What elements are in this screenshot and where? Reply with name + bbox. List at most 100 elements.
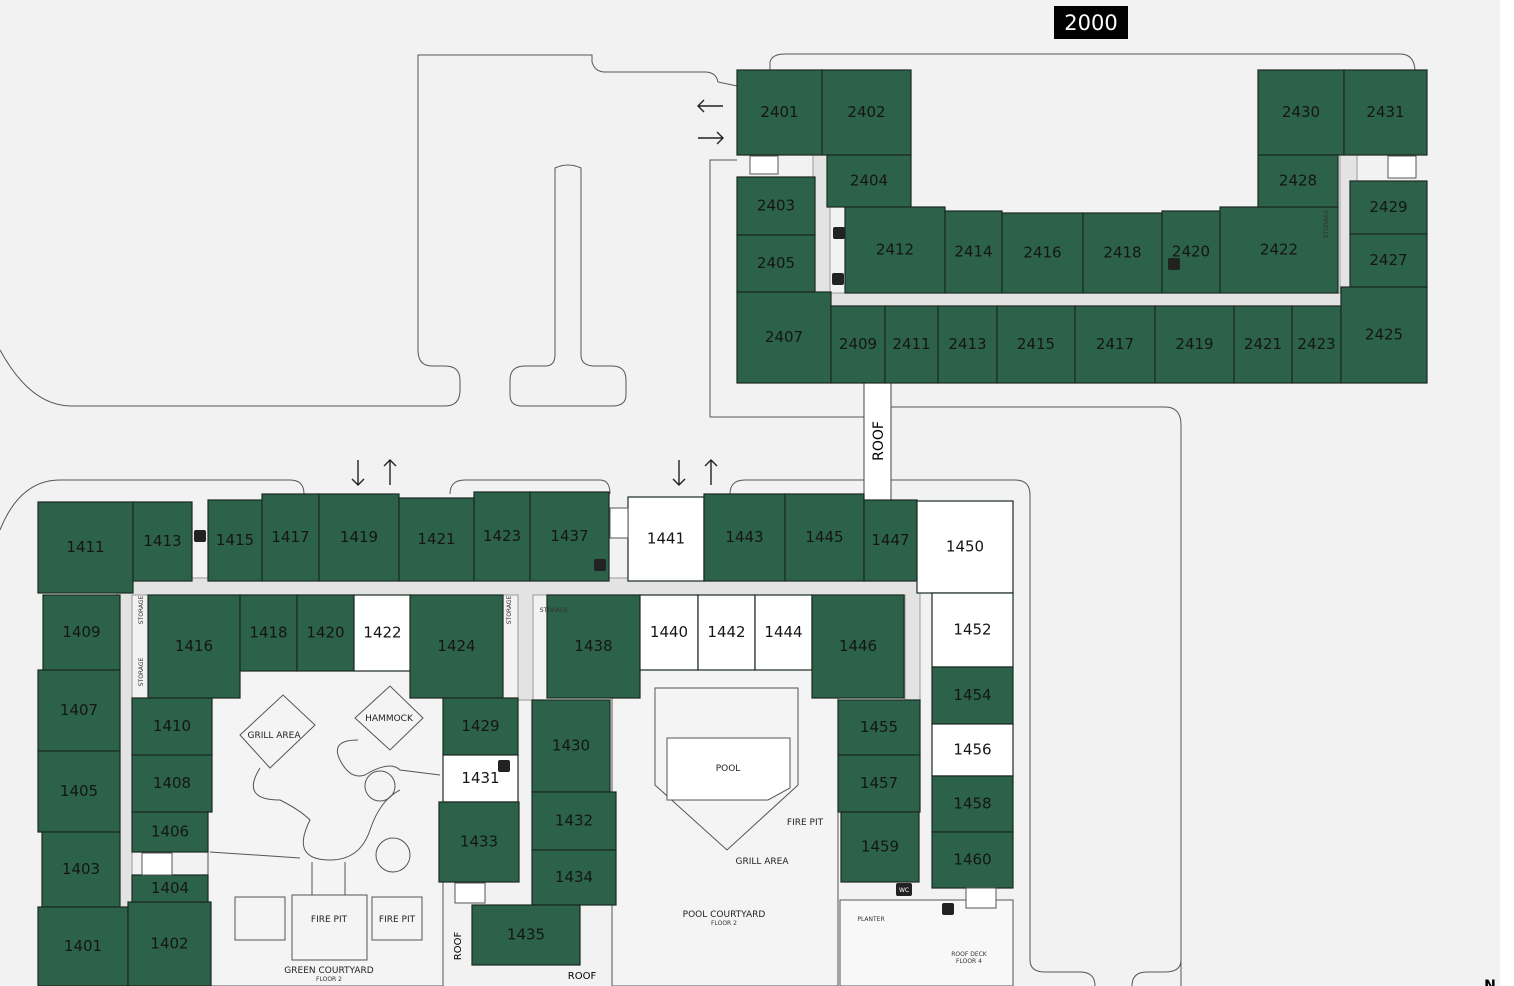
unit-shape[interactable] (697, 594, 756, 671)
unit-1406[interactable]: 1406 (131, 811, 209, 853)
unit-2403[interactable]: 2403 (736, 176, 816, 236)
unit-shape[interactable] (531, 849, 617, 906)
unit-2422[interactable]: 2422 (1219, 206, 1339, 294)
unit-2416[interactable]: 2416 (1001, 212, 1084, 294)
unit-shape[interactable] (1349, 180, 1428, 235)
unit-1410[interactable]: 1410 (131, 697, 213, 756)
unit-2425[interactable]: 2425 (1340, 286, 1428, 384)
unit-2409[interactable]: 2409 (830, 305, 886, 384)
unit-shape[interactable] (1257, 154, 1339, 208)
unit-shape[interactable] (784, 493, 865, 582)
unit-1421[interactable]: 1421 (398, 497, 475, 582)
unit-shape[interactable] (736, 176, 816, 236)
unit-1447[interactable]: 1447 (863, 499, 918, 582)
unit-2405[interactable]: 2405 (736, 234, 816, 293)
unit-shape[interactable] (736, 234, 816, 293)
unit-shape[interactable] (531, 791, 617, 851)
unit-shape[interactable] (1343, 69, 1428, 156)
unit-shape[interactable] (546, 594, 641, 699)
unit-2407[interactable]: 2407 (736, 291, 832, 384)
unit-shape[interactable] (826, 154, 912, 208)
unit-1446[interactable]: 1446 (811, 594, 905, 699)
unit-shape[interactable] (639, 594, 699, 671)
unit-2404[interactable]: 2404 (826, 154, 912, 208)
unit-1441[interactable]: 1441 (627, 496, 705, 582)
unit-1404[interactable]: 1404 (131, 874, 209, 903)
unit-1401[interactable]: 1401 (37, 906, 129, 986)
unit-1452[interactable]: 1452 (931, 592, 1014, 668)
unit-shape[interactable] (398, 497, 475, 582)
unit-1422[interactable]: 1422 (353, 594, 412, 672)
unit-shape[interactable] (703, 493, 786, 582)
unit-1413[interactable]: 1413 (132, 501, 193, 582)
unit-2411[interactable]: 2411 (884, 305, 939, 384)
unit-1455[interactable]: 1455 (837, 699, 921, 756)
unit-shape[interactable] (239, 594, 298, 672)
unit-2428[interactable]: 2428 (1257, 154, 1339, 208)
unit-1417[interactable]: 1417 (261, 493, 320, 582)
unit-1457[interactable]: 1457 (837, 754, 921, 813)
unit-shape[interactable] (473, 491, 531, 582)
unit-shape[interactable] (131, 874, 209, 903)
unit-1433[interactable]: 1433 (438, 801, 520, 883)
unit-shape[interactable] (353, 594, 412, 672)
unit-2413[interactable]: 2413 (937, 305, 998, 384)
unit-1445[interactable]: 1445 (784, 493, 865, 582)
unit-1434[interactable]: 1434 (531, 849, 617, 906)
unit-2421[interactable]: 2421 (1233, 305, 1293, 384)
unit-1429[interactable]: 1429 (442, 697, 519, 756)
unit-2430[interactable]: 2430 (1257, 69, 1345, 156)
unit-2429[interactable]: 2429 (1349, 180, 1428, 235)
unit-1430[interactable]: 1430 (531, 699, 611, 793)
unit-shape[interactable] (821, 69, 912, 156)
unit-shape[interactable] (131, 754, 213, 813)
unit-1432[interactable]: 1432 (531, 791, 617, 851)
unit-shape[interactable] (931, 831, 1014, 889)
unit-shape[interactable] (1257, 69, 1345, 156)
unit-shape[interactable] (754, 594, 813, 671)
unit-shape[interactable] (442, 697, 519, 756)
unit-shape[interactable] (830, 305, 886, 384)
unit-1409[interactable]: 1409 (42, 594, 121, 671)
unit-1443[interactable]: 1443 (703, 493, 786, 582)
unit-shape[interactable] (736, 69, 823, 156)
unit-2418[interactable]: 2418 (1082, 212, 1163, 294)
unit-shape[interactable] (127, 901, 212, 986)
unit-shape[interactable] (147, 594, 241, 699)
unit-shape[interactable] (1154, 305, 1235, 384)
unit-1411[interactable]: 1411 (37, 501, 134, 594)
unit-1444[interactable]: 1444 (754, 594, 813, 671)
unit-1456[interactable]: 1456 (931, 723, 1014, 777)
unit-1402[interactable]: 1402 (127, 901, 212, 986)
unit-1442[interactable]: 1442 (697, 594, 756, 671)
unit-shape[interactable] (736, 291, 832, 384)
unit-1416[interactable]: 1416 (147, 594, 241, 699)
unit-shape[interactable] (131, 811, 209, 853)
unit-shape[interactable] (37, 906, 129, 986)
unit-shape[interactable] (37, 501, 134, 594)
unit-1407[interactable]: 1407 (37, 669, 121, 752)
unit-shape[interactable] (531, 699, 611, 793)
unit-shape[interactable] (627, 496, 705, 582)
unit-shape[interactable] (261, 493, 320, 582)
unit-shape[interactable] (42, 594, 121, 671)
unit-2423[interactable]: 2423 (1291, 305, 1342, 384)
unit-2402[interactable]: 2402 (821, 69, 912, 156)
unit-2431[interactable]: 2431 (1343, 69, 1428, 156)
unit-1459[interactable]: 1459 (840, 811, 920, 883)
unit-shape[interactable] (131, 697, 213, 756)
unit-1440[interactable]: 1440 (639, 594, 699, 671)
unit-shape[interactable] (837, 699, 921, 756)
unit-2419[interactable]: 2419 (1154, 305, 1235, 384)
unit-shape[interactable] (837, 754, 921, 813)
unit-shape[interactable] (1233, 305, 1293, 384)
unit-shape[interactable] (1082, 212, 1163, 294)
unit-shape[interactable] (931, 723, 1014, 777)
unit-1408[interactable]: 1408 (131, 754, 213, 813)
unit-shape[interactable] (884, 305, 939, 384)
unit-shape[interactable] (840, 811, 920, 883)
unit-shape[interactable] (37, 750, 121, 833)
unit-1403[interactable]: 1403 (41, 831, 121, 908)
unit-shape[interactable] (844, 206, 946, 294)
unit-shape[interactable] (863, 499, 918, 582)
